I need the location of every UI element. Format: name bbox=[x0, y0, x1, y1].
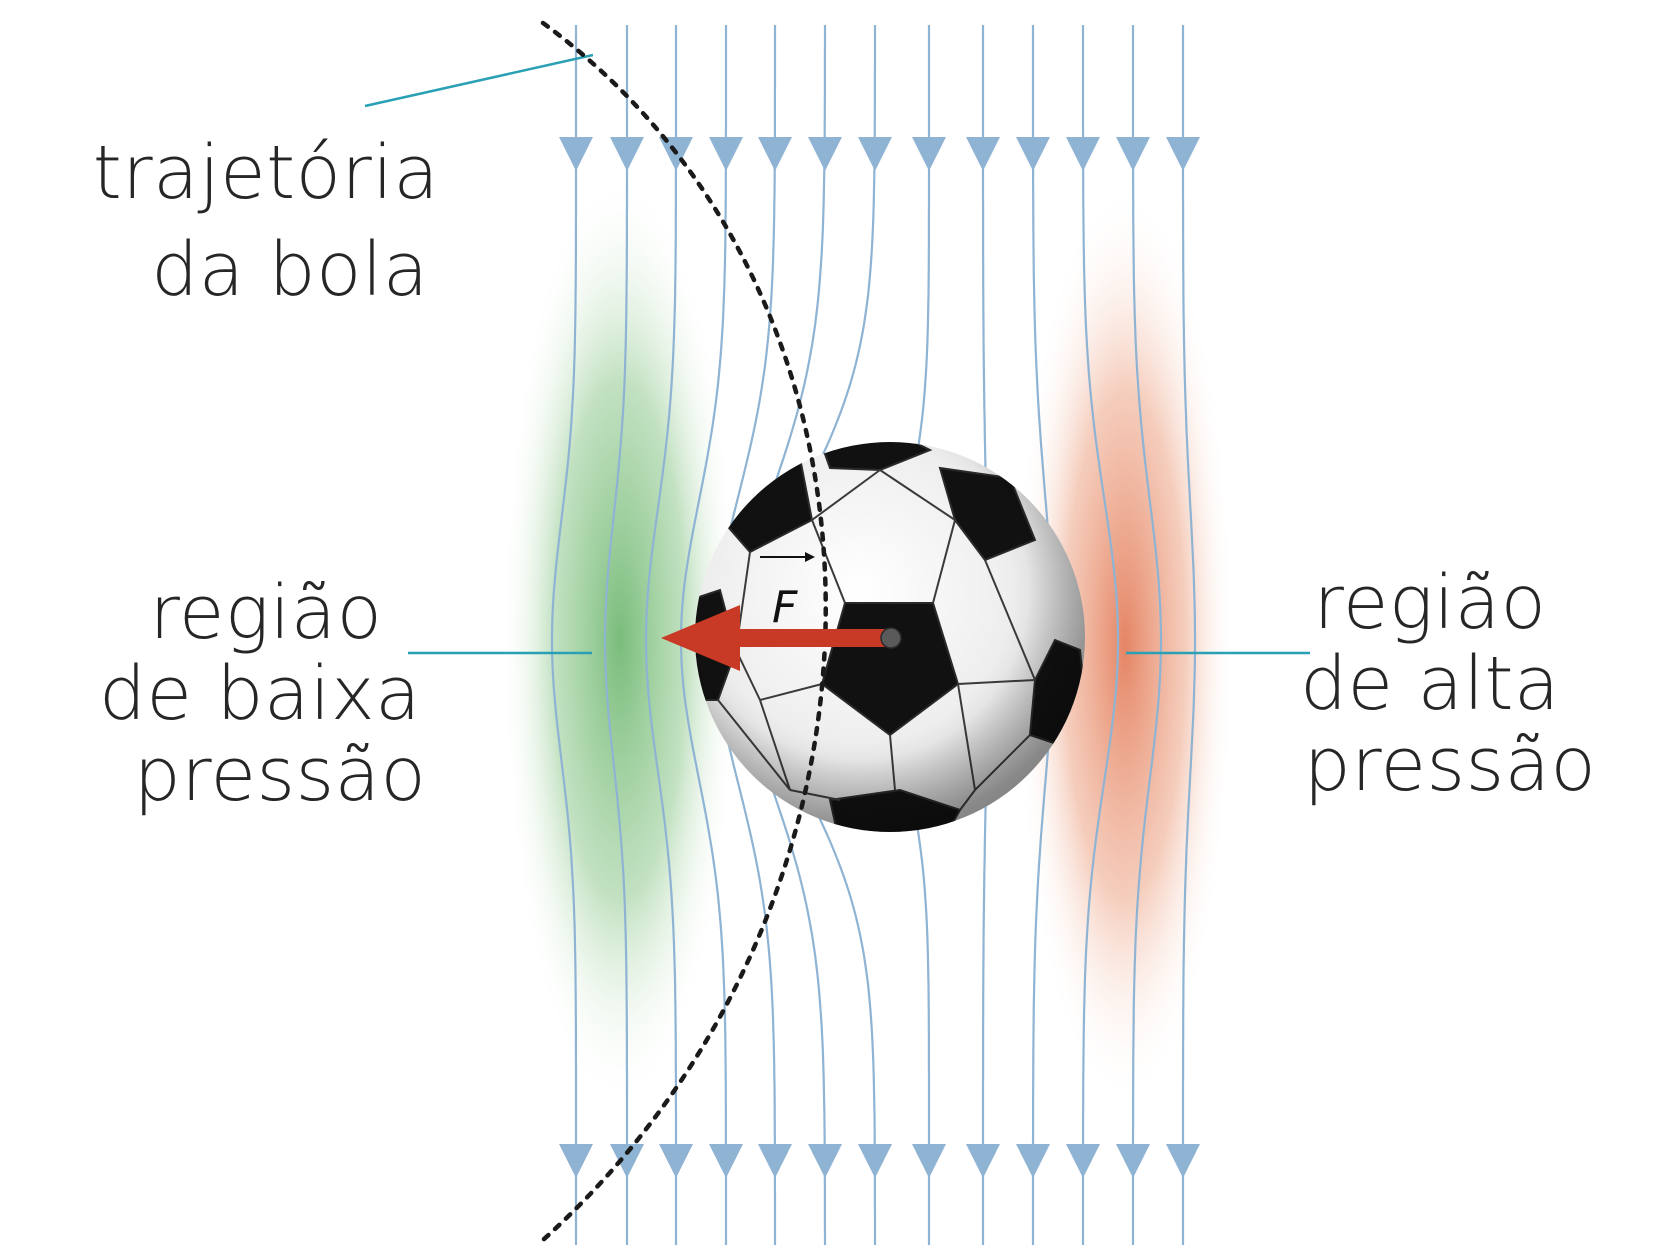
streamline bbox=[1131, 25, 1163, 1245]
low-pressure-label: região de baixa pressão bbox=[99, 570, 445, 818]
down-arrowhead-icon bbox=[858, 137, 892, 171]
streamline bbox=[1081, 25, 1120, 1245]
streamline bbox=[1181, 25, 1197, 1245]
down-arrowhead-icon bbox=[1016, 1144, 1050, 1178]
down-arrowhead-icon bbox=[1166, 137, 1200, 171]
force-vector-label: F bbox=[760, 552, 815, 633]
down-arrowhead-icon bbox=[1116, 137, 1150, 171]
down-arrowhead-icon bbox=[709, 1144, 743, 1178]
down-arrowhead-icon bbox=[758, 137, 792, 171]
down-arrowhead-icon bbox=[758, 1144, 792, 1178]
down-arrowhead-icon bbox=[808, 137, 842, 171]
down-arrowhead-icon bbox=[1066, 137, 1100, 171]
down-arrowhead-icon bbox=[709, 137, 743, 171]
down-arrowhead-icon bbox=[912, 137, 946, 171]
streamline bbox=[644, 25, 678, 1245]
down-arrowhead-icon bbox=[610, 1144, 644, 1178]
down-arrowhead-icon bbox=[966, 137, 1000, 171]
down-arrowhead-icon bbox=[966, 1144, 1000, 1178]
down-arrowhead-icon bbox=[912, 1144, 946, 1178]
streamline bbox=[550, 25, 578, 1245]
down-arrowhead-icon bbox=[808, 1144, 842, 1178]
down-arrowhead-icon bbox=[1166, 1144, 1200, 1178]
down-arrowhead-icon bbox=[659, 1144, 693, 1178]
down-arrowhead-icon bbox=[1066, 1144, 1100, 1178]
force-symbol: F bbox=[772, 582, 798, 633]
low-pressure-region bbox=[500, 170, 740, 1110]
down-arrowhead-icon bbox=[1116, 1144, 1150, 1178]
down-arrowhead-icon bbox=[1016, 137, 1050, 171]
down-arrowhead-icon bbox=[559, 1144, 593, 1178]
down-arrowhead-icon bbox=[559, 137, 593, 171]
force-arrow bbox=[661, 605, 902, 671]
down-arrowhead-icon bbox=[858, 1144, 892, 1178]
down-arrowhead-icon bbox=[610, 137, 644, 171]
streamline bbox=[603, 25, 629, 1245]
trajectory-leader-line bbox=[364, 53, 594, 108]
trajectory-label: trajetória da bola bbox=[93, 130, 464, 313]
high-pressure-label: região de alta pressão bbox=[1300, 560, 1596, 808]
ball-trajectory-path bbox=[540, 20, 828, 1243]
high-pressure-region bbox=[1015, 185, 1235, 1105]
